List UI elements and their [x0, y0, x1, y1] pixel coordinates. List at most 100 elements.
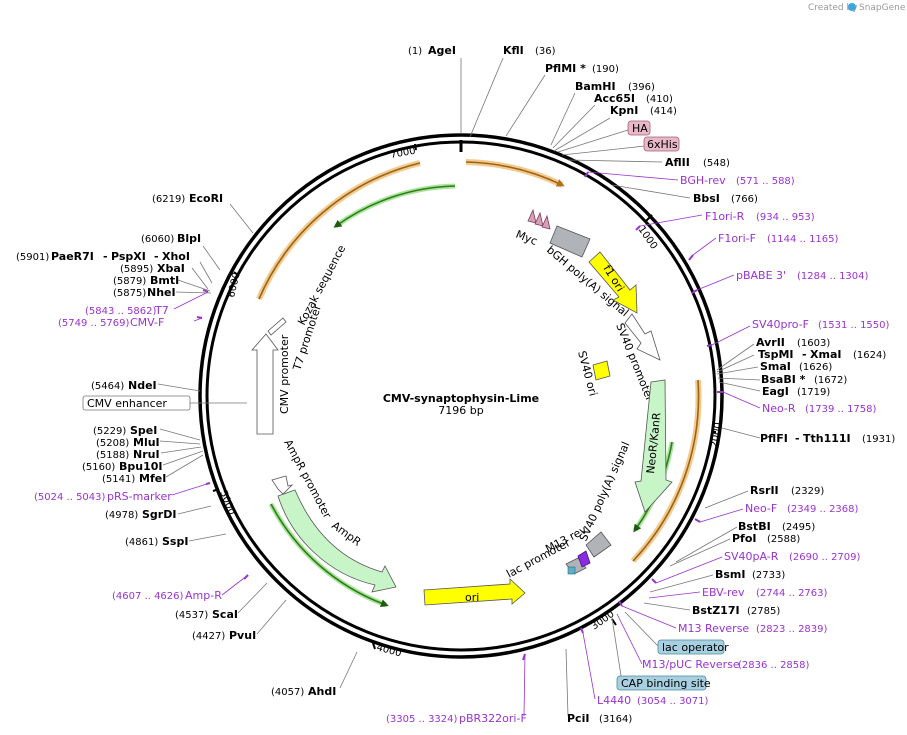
primer-neo-r[interactable]: Neo-R (1739 .. 1758): [762, 402, 877, 415]
site-pfoi-pos: (2588): [767, 534, 800, 545]
site-bsabi[interactable]: BsaBI * (1672): [761, 373, 847, 386]
backbone-outer-ring: [198, 133, 724, 659]
primer-mark-f1ori-f: [688, 254, 694, 261]
primer-l4440[interactable]: L4440 (3054 .. 3071): [597, 694, 709, 707]
site-eagi[interactable]: EagI (1719): [762, 385, 830, 398]
cap-binding-box[interactable]: CAP binding site: [616, 675, 711, 691]
ha-tag-box[interactable]: HA: [627, 120, 651, 136]
site-bbsi[interactable]: BbsI (766): [693, 192, 758, 205]
site-sspi-pos: (4861): [125, 537, 158, 548]
leader-line: [162, 450, 204, 466]
site-paer7i[interactable]: (5901) PaeR7I - PspXI - XhoI: [16, 250, 190, 263]
site-blpi[interactable]: (6060) BlpI: [141, 232, 201, 245]
lac-operator-box[interactable]: lac operator: [657, 639, 729, 655]
site-scai[interactable]: (4537) ScaI: [175, 608, 238, 621]
leader-line: [202, 245, 221, 271]
site-kfli[interactable]: KflI (36): [503, 44, 556, 57]
primer-m13-puc-reverse[interactable]: M13/pUC Reverse (2836 .. 2858): [642, 658, 810, 671]
primer-prs-marker[interactable]: (5024 .. 5043) pRS-marker: [34, 490, 172, 503]
site-kfli-pos: (36): [535, 46, 556, 57]
lac-feature: M13 rev lac promoter: [504, 523, 591, 581]
site-bstbi[interactable]: BstBI (2495): [738, 520, 815, 533]
leader-line: [611, 617, 623, 683]
site-rsrii[interactable]: RsrII (2329): [750, 484, 824, 497]
site-bstbi-name: BstBI: [738, 520, 771, 533]
site-bbsi-name: BbsI: [693, 192, 720, 205]
site-sspi[interactable]: (4861) SspI: [125, 535, 188, 548]
lac-promoter-label: lac promoter: [504, 536, 573, 581]
primer-ebv-rev[interactable]: EBV-rev (2744 .. 2763): [702, 586, 828, 599]
site-spei[interactable]: (5229) SpeI: [93, 424, 157, 437]
leader-line: [173, 291, 209, 310]
site-pvui-name: PvuI: [229, 629, 256, 642]
site-bsmi[interactable]: BsmI (2733): [715, 568, 785, 581]
site-agei-pos: (1): [408, 46, 422, 57]
site-bamhi[interactable]: BamHI (396): [575, 80, 655, 93]
cmv-enhancer-box[interactable]: CMV enhancer: [82, 395, 191, 411]
primer-neo-r-name: Neo-R: [762, 402, 796, 415]
primer-cmv-f[interactable]: (5749 .. 5769) CMV-F: [58, 316, 164, 329]
primer-sv40pa-r-range: (2690 .. 2709): [789, 552, 861, 563]
myc-arrow-2: [534, 211, 544, 227]
leader-line: [567, 159, 663, 163]
site-smai[interactable]: SmaI (1626): [760, 360, 832, 373]
leader-line: [699, 508, 744, 523]
leader-line: [621, 605, 677, 629]
site-sgrdi-name: SgrDI: [142, 508, 176, 521]
leader-line: [469, 57, 504, 138]
sv40-promoter-arrow: [624, 313, 661, 361]
leader-line: [193, 317, 203, 322]
primer-f1ori-r[interactable]: F1ori-R (934 .. 953): [705, 210, 815, 223]
site-avrii[interactable]: AvrII (1603): [756, 336, 830, 349]
site-kpni[interactable]: KpnI (414): [610, 104, 677, 117]
site-acc65i[interactable]: Acc65I (410): [594, 92, 673, 105]
site-ecori-pos: (6219): [152, 194, 185, 205]
site-blpi-pos: (6060): [141, 234, 174, 245]
lac-operator-label: lac operator: [662, 641, 729, 654]
primer-t7[interactable]: (5843 .. 5862) T7: [85, 304, 169, 317]
site-mfei[interactable]: (5141) MfeI: [102, 472, 166, 485]
site-nrui[interactable]: (5188) NruI: [96, 448, 160, 461]
site-pfoi[interactable]: PfoI (2588): [732, 532, 800, 545]
primer-sv40pa-r[interactable]: SV40pA-R (2690 .. 2709): [724, 550, 861, 563]
site-bstz17i[interactable]: BstZ17I (2785): [692, 604, 780, 617]
primer-bgh-rev-range: (571 .. 588): [736, 176, 795, 187]
site-nhei[interactable]: (5875) NheI: [113, 286, 176, 299]
orange-arc-left: [258, 162, 421, 300]
site-tspmi[interactable]: TspMI - XmaI (1624): [758, 348, 886, 361]
site-pcii[interactable]: PciI (3164): [567, 712, 632, 725]
site-pflmi[interactable]: PflMI * (190): [545, 62, 619, 75]
his6-tag-box[interactable]: 6xHis: [643, 136, 680, 152]
site-paer7i-sep2: -: [154, 250, 159, 263]
leader-line: [643, 602, 691, 611]
primer-neo-f[interactable]: Neo-F (2349 .. 2368): [745, 502, 859, 515]
site-bmti[interactable]: (5879) BmtI: [113, 274, 179, 287]
site-pflfi[interactable]: PflFI - Tth111I (1931): [760, 432, 895, 445]
leader-line: [523, 653, 526, 717]
primer-amp-r[interactable]: (4607 .. 4626) Amp-R: [112, 589, 222, 602]
primer-f1ori-f[interactable]: F1ori-F (1144 .. 1165): [718, 232, 839, 245]
leader-line: [505, 74, 546, 137]
sv40pa-box: [585, 531, 612, 558]
site-nrui-pos: (5188): [96, 450, 129, 461]
site-sgrdi[interactable]: (4978) SgrDI: [105, 508, 176, 521]
primer-pbr322ori-f[interactable]: (3305 .. 3324) pBR322ori-F: [386, 712, 527, 725]
site-mlui[interactable]: (5208) MluI: [96, 436, 160, 449]
primer-bgh-rev[interactable]: BGH-rev (571 .. 588): [680, 174, 795, 187]
site-xbai[interactable]: (5895) XbaI: [120, 262, 185, 275]
site-agei[interactable]: (1) AgeI: [408, 44, 456, 57]
primer-sv40pro-f[interactable]: SV40pro-F (1531 .. 1550): [752, 318, 890, 331]
site-ahdi[interactable]: (4057) AhdI: [271, 685, 336, 698]
primer-m13-reverse[interactable]: M13 Reverse (2823 .. 2839): [678, 622, 828, 635]
site-pvui[interactable]: (4427) PvuI: [192, 629, 256, 642]
site-aflii[interactable]: AflII (548): [665, 156, 730, 169]
site-bsmi-pos: (2733): [752, 570, 785, 581]
site-bpu10i[interactable]: (5160) Bpu10I: [82, 460, 163, 473]
orange-arc-top-halo: [465, 159, 564, 188]
site-scai-pos: (4537): [175, 610, 208, 621]
primer-pbabe3[interactable]: pBABE 3' (1284 .. 1304): [736, 269, 869, 282]
site-ndei[interactable]: (5464) NdeI: [91, 379, 157, 392]
ori-label: ori: [465, 591, 479, 604]
site-ecori[interactable]: (6219) EcoRI: [152, 192, 223, 205]
primer-mark-pbabe3: [691, 289, 698, 294]
